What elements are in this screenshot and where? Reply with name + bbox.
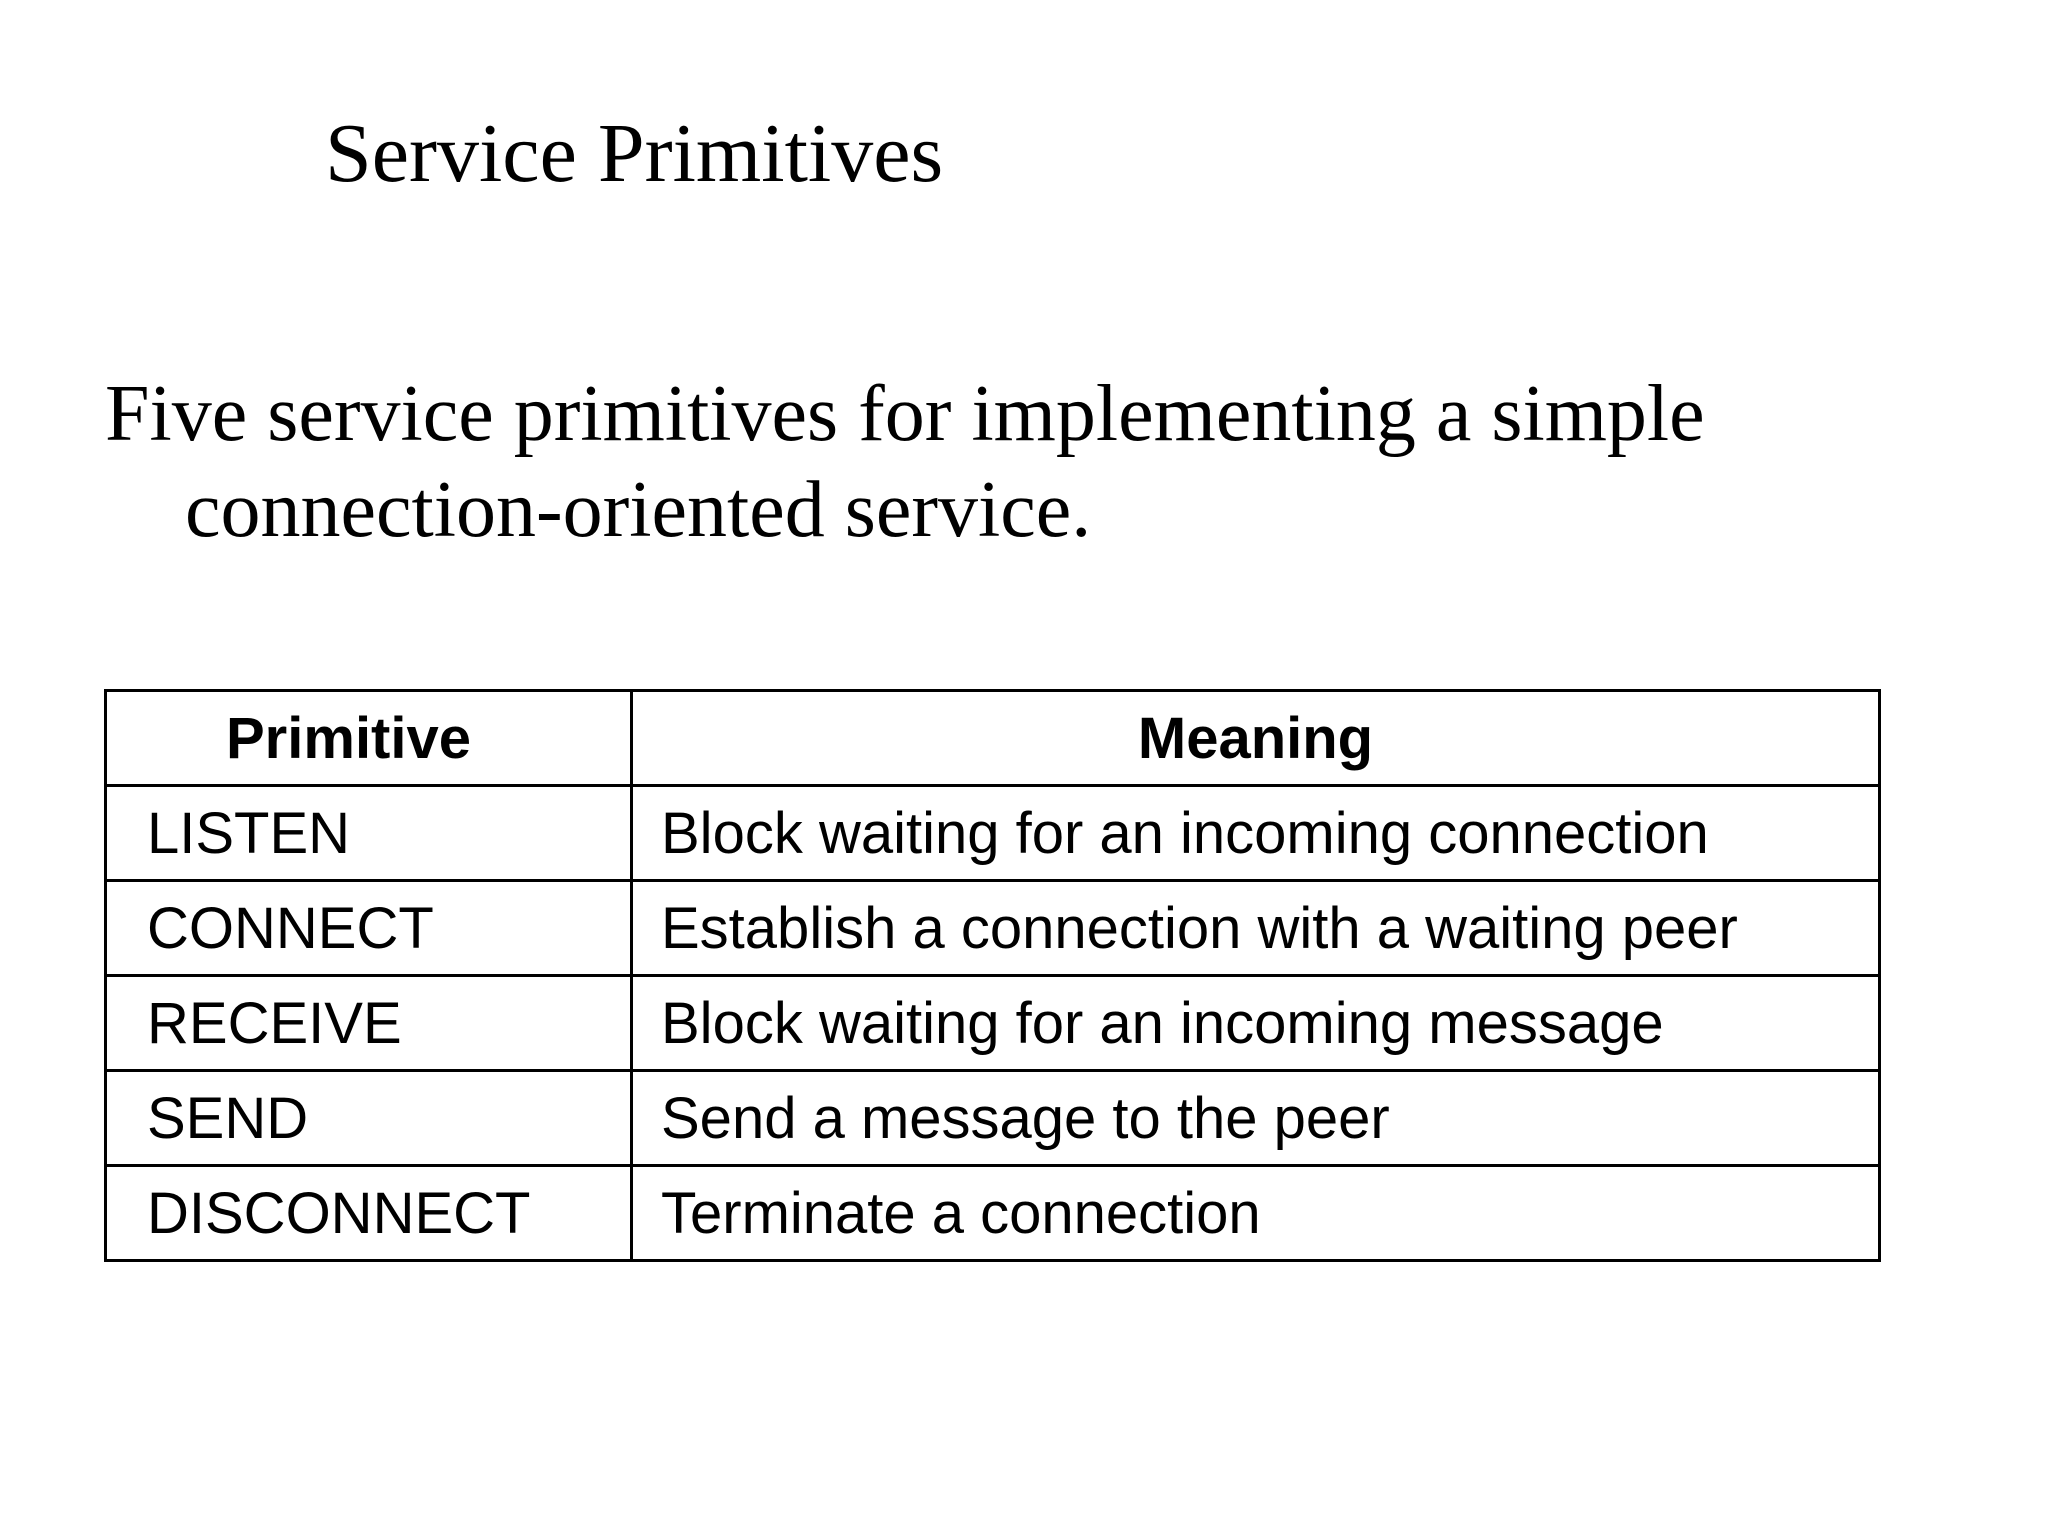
- primitive-cell: CONNECT: [104, 879, 633, 977]
- table-header-row: Primitive Meaning: [104, 689, 1881, 787]
- body-text-line: Five service primitives for implementing…: [105, 370, 1705, 458]
- meaning-cell: Send a message to the peer: [630, 1069, 1881, 1167]
- slide-title: Service Primitives: [325, 107, 944, 200]
- table-row: RECEIVE Block waiting for an incoming me…: [104, 974, 1881, 1072]
- body-text-line: connection-oriented service.: [185, 466, 1092, 554]
- meaning-cell: Block waiting for an incoming message: [630, 974, 1881, 1072]
- table-row: LISTEN Block waiting for an incoming con…: [104, 784, 1881, 882]
- primitive-cell: DISCONNECT: [104, 1164, 633, 1262]
- meaning-cell: Terminate a connection: [630, 1164, 1881, 1262]
- column-header-meaning: Meaning: [630, 689, 1881, 787]
- primitive-cell: SEND: [104, 1069, 633, 1167]
- table-row: DISCONNECT Terminate a connection: [104, 1164, 1881, 1262]
- slide-body-text: Five service primitives for implementing…: [105, 366, 1905, 558]
- meaning-cell: Establish a connection with a waiting pe…: [630, 879, 1881, 977]
- primitive-cell: LISTEN: [104, 784, 633, 882]
- table-row: SEND Send a message to the peer: [104, 1069, 1881, 1167]
- primitives-table: Primitive Meaning LISTEN Block waiting f…: [104, 689, 1881, 1262]
- table-row: CONNECT Establish a connection with a wa…: [104, 879, 1881, 977]
- primitive-cell: RECEIVE: [104, 974, 633, 1072]
- meaning-cell: Block waiting for an incoming connection: [630, 784, 1881, 882]
- column-header-primitive: Primitive: [104, 689, 633, 787]
